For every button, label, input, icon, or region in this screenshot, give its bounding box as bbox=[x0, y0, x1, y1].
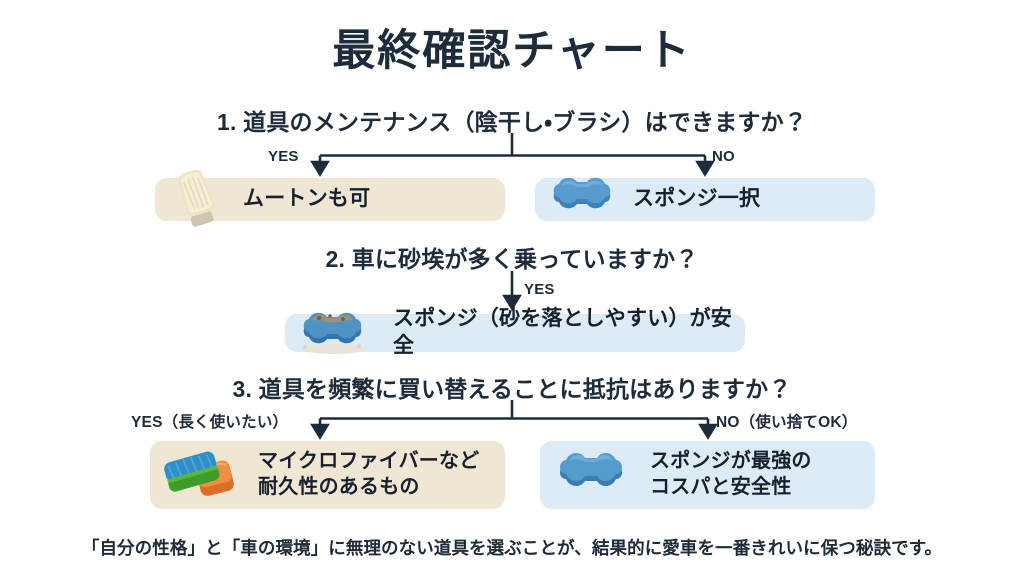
sandy-sponge-icon bbox=[297, 307, 369, 360]
branch-label-q2-yes: YES bbox=[524, 281, 555, 298]
microfiber-pad-icon bbox=[162, 442, 242, 509]
result-box-sponge-only: スポンジ一択 bbox=[535, 177, 875, 221]
result-text-mouton: ムートンも可 bbox=[243, 187, 371, 211]
question-3: 3. 道具を頻繁に買い替えることに抵抗はありますか？ bbox=[232, 376, 792, 402]
result-text-sponge-only: スポンジ一択 bbox=[633, 187, 761, 211]
branch-label-q3-yes: YES（長く使いたい） bbox=[131, 414, 289, 431]
mitt-mouton-icon bbox=[169, 166, 225, 233]
page-title: 最終確認チャート bbox=[332, 27, 692, 75]
footer-note: 「自分の性格」と「車の環境」に無理のない道具を選ぶことが、結果的に愛車を一番きれ… bbox=[81, 538, 943, 558]
result-box-mouton: ムートンも可 bbox=[155, 169, 505, 227]
result-box-microfiber: マイクロファイバーなど 耐久性のあるもの bbox=[150, 441, 505, 509]
result-text-sponge-sand: スポンジ（砂を落としやすい）が安全 bbox=[393, 307, 732, 357]
result-text-microfiber: マイクロファイバーなど 耐久性のあるもの bbox=[258, 450, 480, 498]
result-box-sponge-cospa: スポンジが最強の コスパと安全性 bbox=[540, 441, 875, 509]
blue-sponge-icon bbox=[554, 447, 628, 504]
blue-sponge-icon bbox=[549, 174, 615, 225]
branch-label-q1-yes: YES bbox=[268, 148, 299, 165]
result-box-sponge-sand: スポンジ（砂を落としやすい）が安全 bbox=[285, 307, 745, 357]
branch-label-q1-no: NO bbox=[712, 148, 735, 165]
branch-label-q3-no: NO（使い捨てOK） bbox=[716, 414, 858, 431]
question-1: 1. 道具のメンテナンス（陰干し・ブラシ）はできますか？ bbox=[216, 109, 808, 135]
question-2: 2. 車に砂埃が多く乗っていますか？ bbox=[325, 246, 699, 272]
result-text-sponge-cospa: スポンジが最強の コスパと安全性 bbox=[650, 450, 812, 498]
